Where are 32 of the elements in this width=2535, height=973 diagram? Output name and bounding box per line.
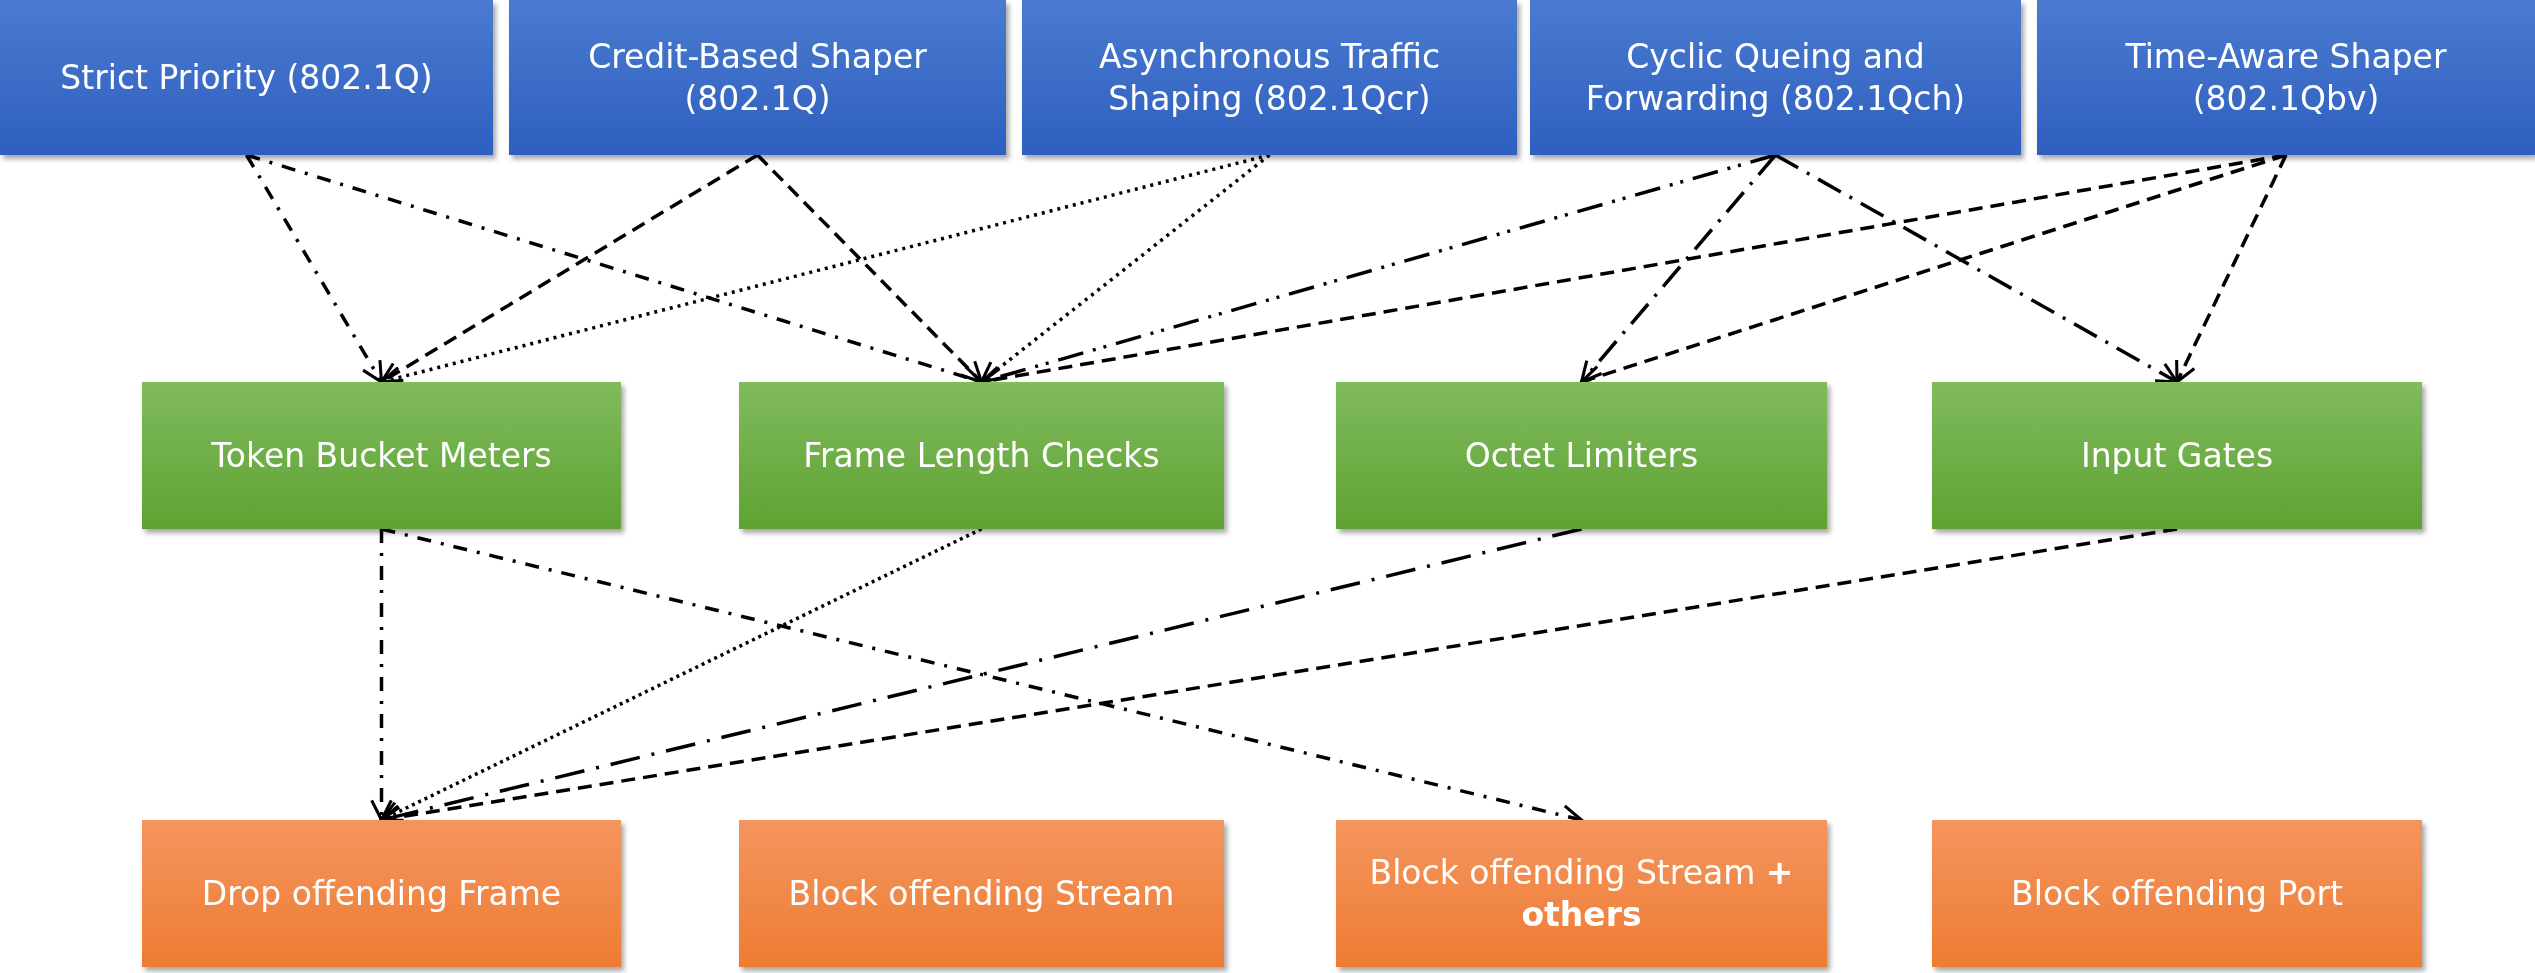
action-box bbox=[1932, 820, 2422, 967]
box-label: Frame Length Checks bbox=[803, 434, 1160, 477]
action-box bbox=[1336, 820, 1827, 967]
box-label: Input Gates bbox=[2080, 434, 2274, 477]
action-box bbox=[739, 820, 1224, 967]
standard-box bbox=[0, 0, 493, 155]
mechanism-box bbox=[1336, 382, 1827, 529]
box-label: Block offending Stream + others bbox=[1368, 852, 1795, 935]
box-label: Credit-Based Shaper (802.1Q) bbox=[587, 36, 928, 119]
standard-box bbox=[509, 0, 1006, 155]
mechanism-box bbox=[142, 382, 621, 529]
box-label: Strict Priority (802.1Q) bbox=[60, 56, 433, 99]
arrow bbox=[756, 153, 984, 384]
box-label: Time-Aware Shaper (802.1Qbv) bbox=[2124, 36, 2448, 119]
box-label: Block offending Stream bbox=[788, 872, 1175, 915]
arrow bbox=[245, 154, 384, 384]
action-box bbox=[142, 820, 621, 967]
standard-box bbox=[1022, 0, 1517, 155]
arrow bbox=[379, 153, 759, 384]
box-label: Octet Limiters bbox=[1464, 434, 1699, 477]
box-label: Drop offending Frame bbox=[201, 872, 562, 915]
box-label: Block offending Port bbox=[2011, 872, 2343, 915]
mechanism-box bbox=[739, 382, 1224, 529]
arrow bbox=[2175, 154, 2288, 384]
standard-box bbox=[2037, 0, 2535, 155]
box-label: Token Bucket Meters bbox=[211, 434, 552, 477]
arrow bbox=[979, 153, 1271, 384]
box-label: Asynchronous Traffic Shaping (802.1Qcr) bbox=[1097, 36, 1442, 119]
arrow bbox=[370, 529, 393, 822]
mechanism-box bbox=[1932, 382, 2422, 529]
box-label: Cyclic Queing and Forwarding (802.1Qch) bbox=[1584, 36, 1967, 119]
standard-box bbox=[1530, 0, 2021, 155]
